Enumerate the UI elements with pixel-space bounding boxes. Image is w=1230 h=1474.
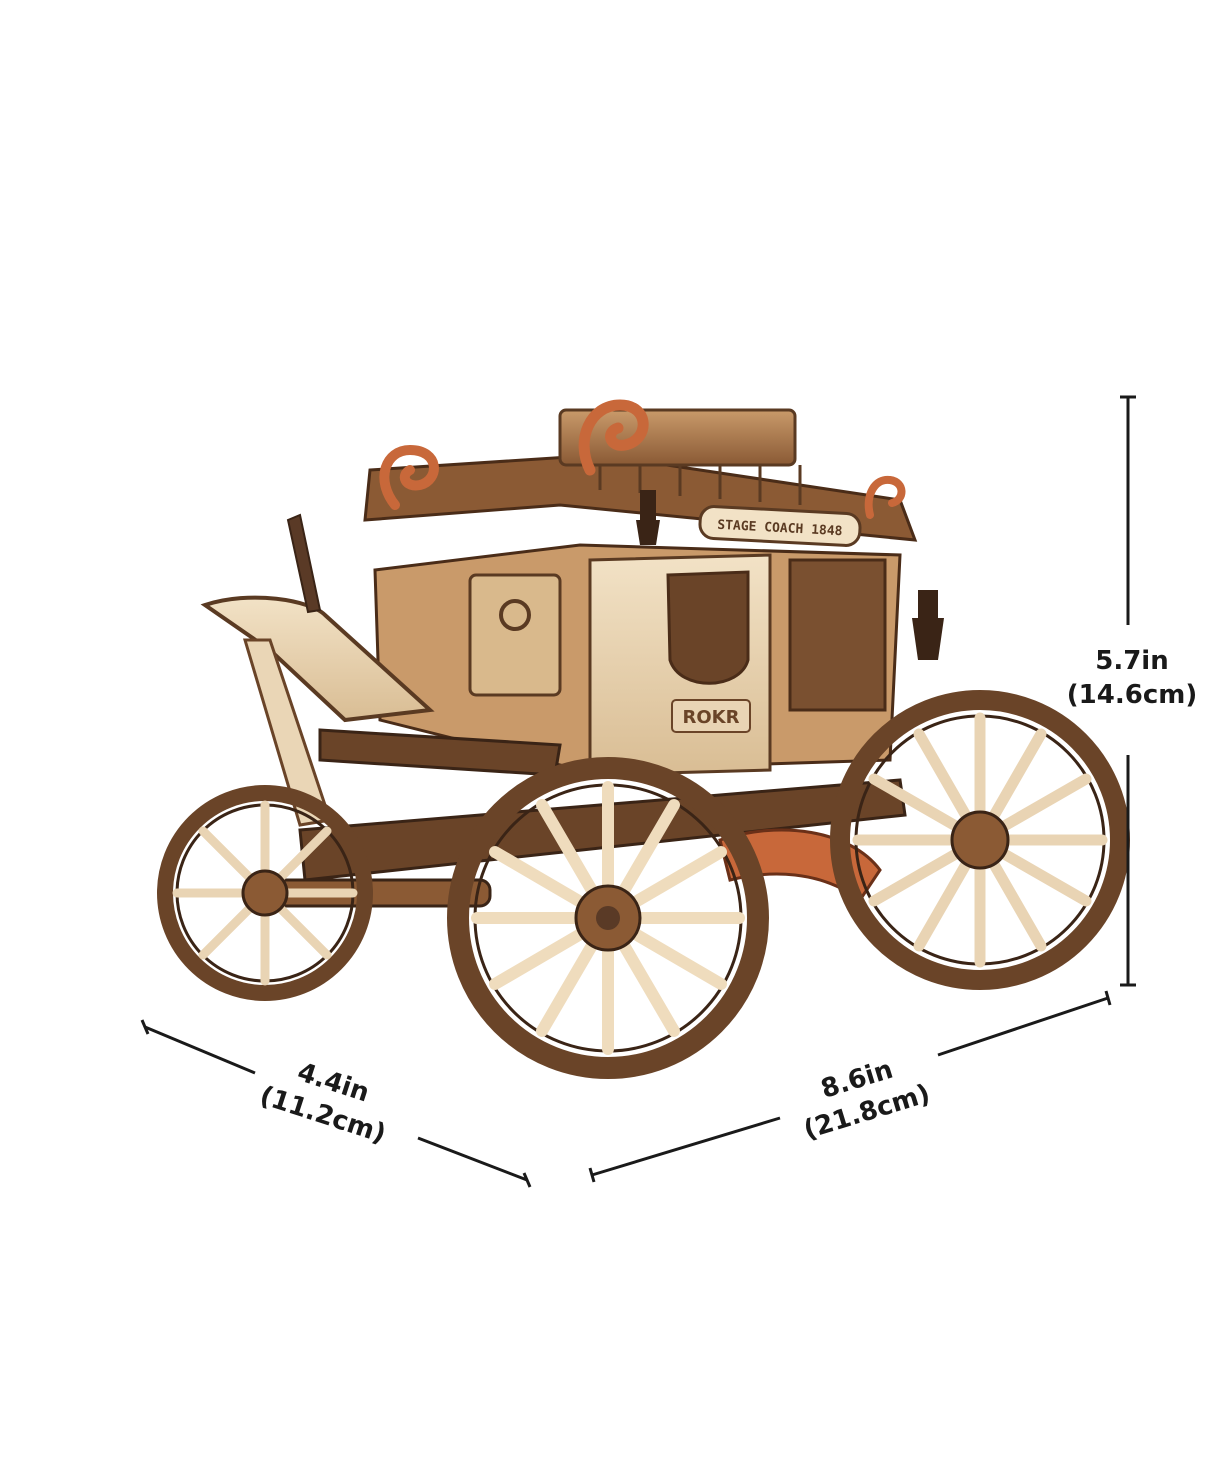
roof-scroll-left: [379, 444, 439, 510]
roof-scroll-center: [578, 399, 649, 476]
carriage-sign-text: STAGE COACH 1848: [717, 518, 843, 540]
brake-lever: [286, 513, 322, 614]
wheel-front-left: [157, 785, 373, 1001]
door-logo-text: ROKR: [683, 707, 740, 728]
roof-scroll-right: [864, 475, 906, 519]
door-logo-plate: [671, 699, 751, 733]
height-metric: (14.6cm): [1066, 680, 1198, 710]
carriage-body: ROKR STAGE COACH 1848: [363, 399, 944, 777]
carriage-sign-board: [698, 505, 862, 547]
seat-back: [200, 595, 435, 723]
lantern-right: [912, 590, 944, 660]
dimension-line-depth: [140, 1019, 532, 1188]
height-imperial: 5.7in: [1095, 646, 1169, 676]
door-ornament: [499, 599, 531, 631]
wheel-rear-right: [830, 690, 1130, 990]
dimension-line-length: [588, 990, 1112, 1183]
height-dimension-label: 5.7in (14.6cm): [1062, 644, 1202, 712]
cabin-rear-window: [788, 558, 887, 712]
cabin-front-panel: [468, 573, 562, 697]
door-window: [666, 570, 750, 685]
lantern-left: [636, 490, 660, 545]
wheel-front-right: [447, 757, 769, 1079]
dimension-line-height: [1120, 395, 1136, 987]
